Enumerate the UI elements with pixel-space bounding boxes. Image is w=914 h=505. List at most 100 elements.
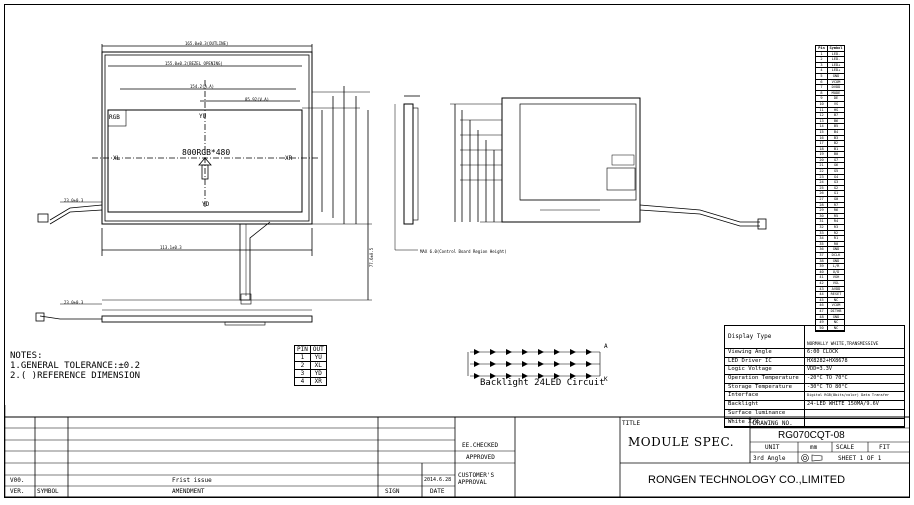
notes-line-2: 2.( )REFERENCE DIMENSION bbox=[10, 371, 141, 381]
pin-number: 29 bbox=[816, 208, 828, 213]
spec-value: -30°C TO 80°C bbox=[807, 383, 848, 390]
side-view-note: MAX 6.0(Control Board Region Height) bbox=[420, 249, 507, 254]
pin-list-row: 22 G5 bbox=[816, 169, 844, 175]
rgb-pixel-label: RGB bbox=[109, 114, 120, 121]
pin-number: 22 bbox=[816, 169, 828, 174]
spec-label: Operation Temperature bbox=[725, 375, 805, 383]
pin-number: 9 bbox=[816, 96, 828, 101]
pin-symbol: DITHB bbox=[830, 308, 842, 313]
dim-top-4: 85.92(V.A) bbox=[245, 97, 270, 102]
pin-table-cell: XL bbox=[309, 361, 327, 370]
pin-number: 34 bbox=[816, 236, 828, 241]
pin-symbol: GND bbox=[832, 258, 840, 263]
spec-label: White X/Y bbox=[725, 418, 805, 427]
pin-symbol: B7 bbox=[833, 113, 839, 118]
touch-yu-label: YU bbox=[199, 113, 207, 120]
pin-symbol: LED- bbox=[831, 57, 841, 62]
pin-symbol: B6 bbox=[833, 118, 839, 123]
pin-number: 17 bbox=[816, 141, 828, 146]
col-symbol: SYMBOL bbox=[37, 488, 59, 495]
pin-number: 4 bbox=[816, 68, 828, 73]
pin-symbol: RESET bbox=[830, 292, 842, 297]
pin-table-cell: 1 bbox=[294, 353, 311, 362]
dim-top-1: 165.0±0.3(OUTLINE) bbox=[185, 41, 229, 46]
pin-number: 42 bbox=[816, 280, 828, 286]
drawing-no-label: DRAWING NO. bbox=[753, 420, 793, 427]
pin-number: 43 bbox=[816, 286, 828, 292]
spec-label: Logic Voltage bbox=[725, 366, 805, 375]
dim-side-total: 77.6±0.5 bbox=[369, 247, 375, 268]
title-label: TITLE bbox=[622, 420, 641, 427]
pin-number: 26 bbox=[816, 191, 828, 197]
pin-list-row: 26 G1 bbox=[816, 191, 844, 198]
pin-symbol: G6 bbox=[833, 163, 839, 168]
pin-table-cell: 3 bbox=[294, 369, 311, 378]
spec-label: LED Driver IC bbox=[725, 357, 805, 366]
pin-table-cell: 2 bbox=[294, 361, 311, 370]
pin-symbol: R3 bbox=[833, 225, 839, 229]
pin-number: 48 bbox=[816, 314, 828, 320]
pin-symbol: AVDD bbox=[831, 286, 841, 291]
spec-label: Surface luminance bbox=[725, 409, 805, 418]
dim-wire-front: 23.0±0.3 bbox=[64, 198, 84, 203]
spec-row: Storage Temperature-30°C TO 80°C bbox=[725, 383, 904, 393]
touch-xl-label: XL bbox=[113, 155, 121, 162]
backlight-cathode-label: K bbox=[604, 376, 608, 383]
pin-symbol: LED+ bbox=[831, 68, 841, 73]
pin-symbol: G5 bbox=[833, 169, 839, 174]
spec-row: White X/Y bbox=[725, 418, 904, 428]
pin-number: 12 bbox=[816, 113, 828, 118]
backlight-anode-label: A bbox=[604, 343, 608, 350]
pin-symbol: DCLK bbox=[831, 252, 841, 257]
spec-value: VDD=3.3V bbox=[807, 366, 832, 373]
touch-yd-label: YD bbox=[202, 201, 210, 208]
pin-symbol: NC bbox=[833, 297, 839, 302]
pin-number: Pin bbox=[816, 46, 828, 51]
pin-symbol: G1 bbox=[833, 191, 839, 196]
angle-label: 3rd Angle bbox=[753, 455, 786, 462]
pin-symbol: G7 bbox=[833, 157, 839, 162]
unit-label: UNIT bbox=[765, 444, 780, 451]
company-name: RONGEN TECHNOLOGY CO.,LIMITED bbox=[648, 474, 846, 486]
pin-symbol: B0 bbox=[833, 152, 839, 157]
dim-bottom: 113.1±0.3 bbox=[160, 245, 182, 250]
pin-symbol: VGH bbox=[832, 275, 840, 280]
pin-number: 14 bbox=[816, 124, 828, 129]
rev-ver: V00. bbox=[10, 477, 25, 484]
pin-symbol: R2 bbox=[833, 230, 839, 235]
pin-number: 47 bbox=[816, 308, 828, 314]
pin-table-cell: XR bbox=[309, 377, 327, 386]
pin-symbol: NC bbox=[833, 325, 839, 330]
pin-number: 5 bbox=[816, 73, 828, 79]
notes-line-1: 1.GENERAL TOLERANCE:±0.2 bbox=[10, 361, 141, 371]
dim-top-2: 155.0±0.2(BEZEL OPENING) bbox=[165, 61, 223, 66]
spec-value: Digital RGB(8bits/color) Data Transfer bbox=[807, 393, 890, 398]
